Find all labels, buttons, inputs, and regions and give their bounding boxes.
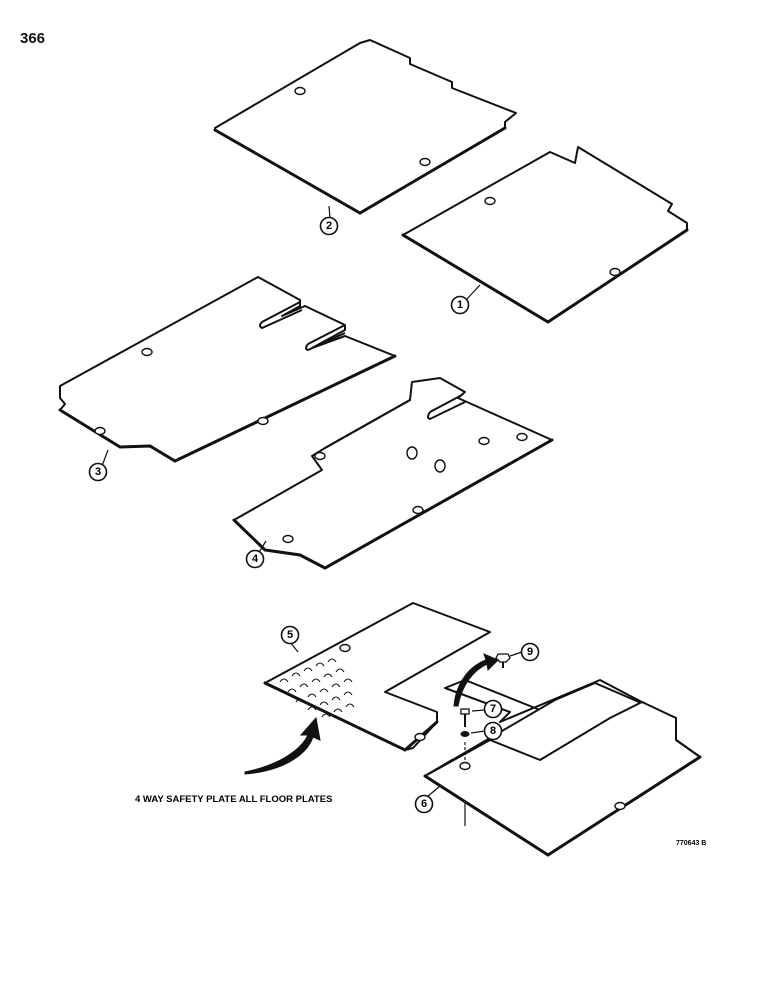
floor-plate-1 xyxy=(401,146,689,324)
screw-icon xyxy=(412,505,424,515)
safety-tread-pattern xyxy=(279,658,355,718)
callout-label: 4 xyxy=(252,553,259,565)
screw-icon xyxy=(609,267,621,277)
callout-3: 3 xyxy=(88,462,108,482)
screw-icon xyxy=(141,347,153,357)
page-number: 366 xyxy=(20,30,46,47)
figure-reference: 770643 B xyxy=(676,840,706,847)
bolt-9 xyxy=(495,653,511,668)
screw-icon xyxy=(484,196,496,206)
washer-8 xyxy=(460,731,470,737)
callout-label: 5 xyxy=(287,629,293,641)
callout-label: 2 xyxy=(326,220,332,232)
screw-icon xyxy=(314,451,326,461)
screw-icon xyxy=(419,157,431,167)
callout-label: 8 xyxy=(490,725,496,737)
screw-icon xyxy=(414,732,426,742)
callout-label: 1 xyxy=(457,299,463,311)
callout-1: 1 xyxy=(450,295,470,315)
callout-9: 9 xyxy=(520,642,540,662)
callout-8: 8 xyxy=(483,721,503,741)
callout-5: 5 xyxy=(280,625,300,645)
floor-plate-5 xyxy=(263,602,491,752)
curved-arrow-icon xyxy=(453,653,499,707)
screw-icon xyxy=(459,761,471,771)
screw-icon xyxy=(94,426,106,436)
callout-label: 7 xyxy=(490,703,496,715)
knob-icon xyxy=(434,459,446,473)
screw-icon xyxy=(516,432,528,442)
knob-icon xyxy=(406,446,418,460)
floor-plate-6 xyxy=(423,679,702,857)
screw-icon xyxy=(614,801,626,811)
curved-arrow-icon xyxy=(244,716,321,775)
callout-7: 7 xyxy=(483,699,503,719)
screw-icon xyxy=(294,86,306,96)
floor-plate-2 xyxy=(213,39,517,215)
floor-plate-4 xyxy=(232,377,554,570)
screw-icon xyxy=(257,416,269,426)
floor-plate-3 xyxy=(58,276,397,463)
screw-icon xyxy=(282,534,294,544)
bolt-7 xyxy=(460,708,470,727)
screw-icon xyxy=(339,643,351,653)
safety-plate-note: 4 WAY SAFETY PLATE ALL FLOOR PLATES xyxy=(135,794,332,805)
screw-icon xyxy=(478,436,490,446)
callout-label: 6 xyxy=(421,798,427,810)
callout-4: 4 xyxy=(245,549,265,569)
callout-label: 3 xyxy=(95,466,101,478)
callout-6: 6 xyxy=(414,794,434,814)
callout-2: 2 xyxy=(319,216,339,236)
callout-label: 9 xyxy=(527,646,533,658)
